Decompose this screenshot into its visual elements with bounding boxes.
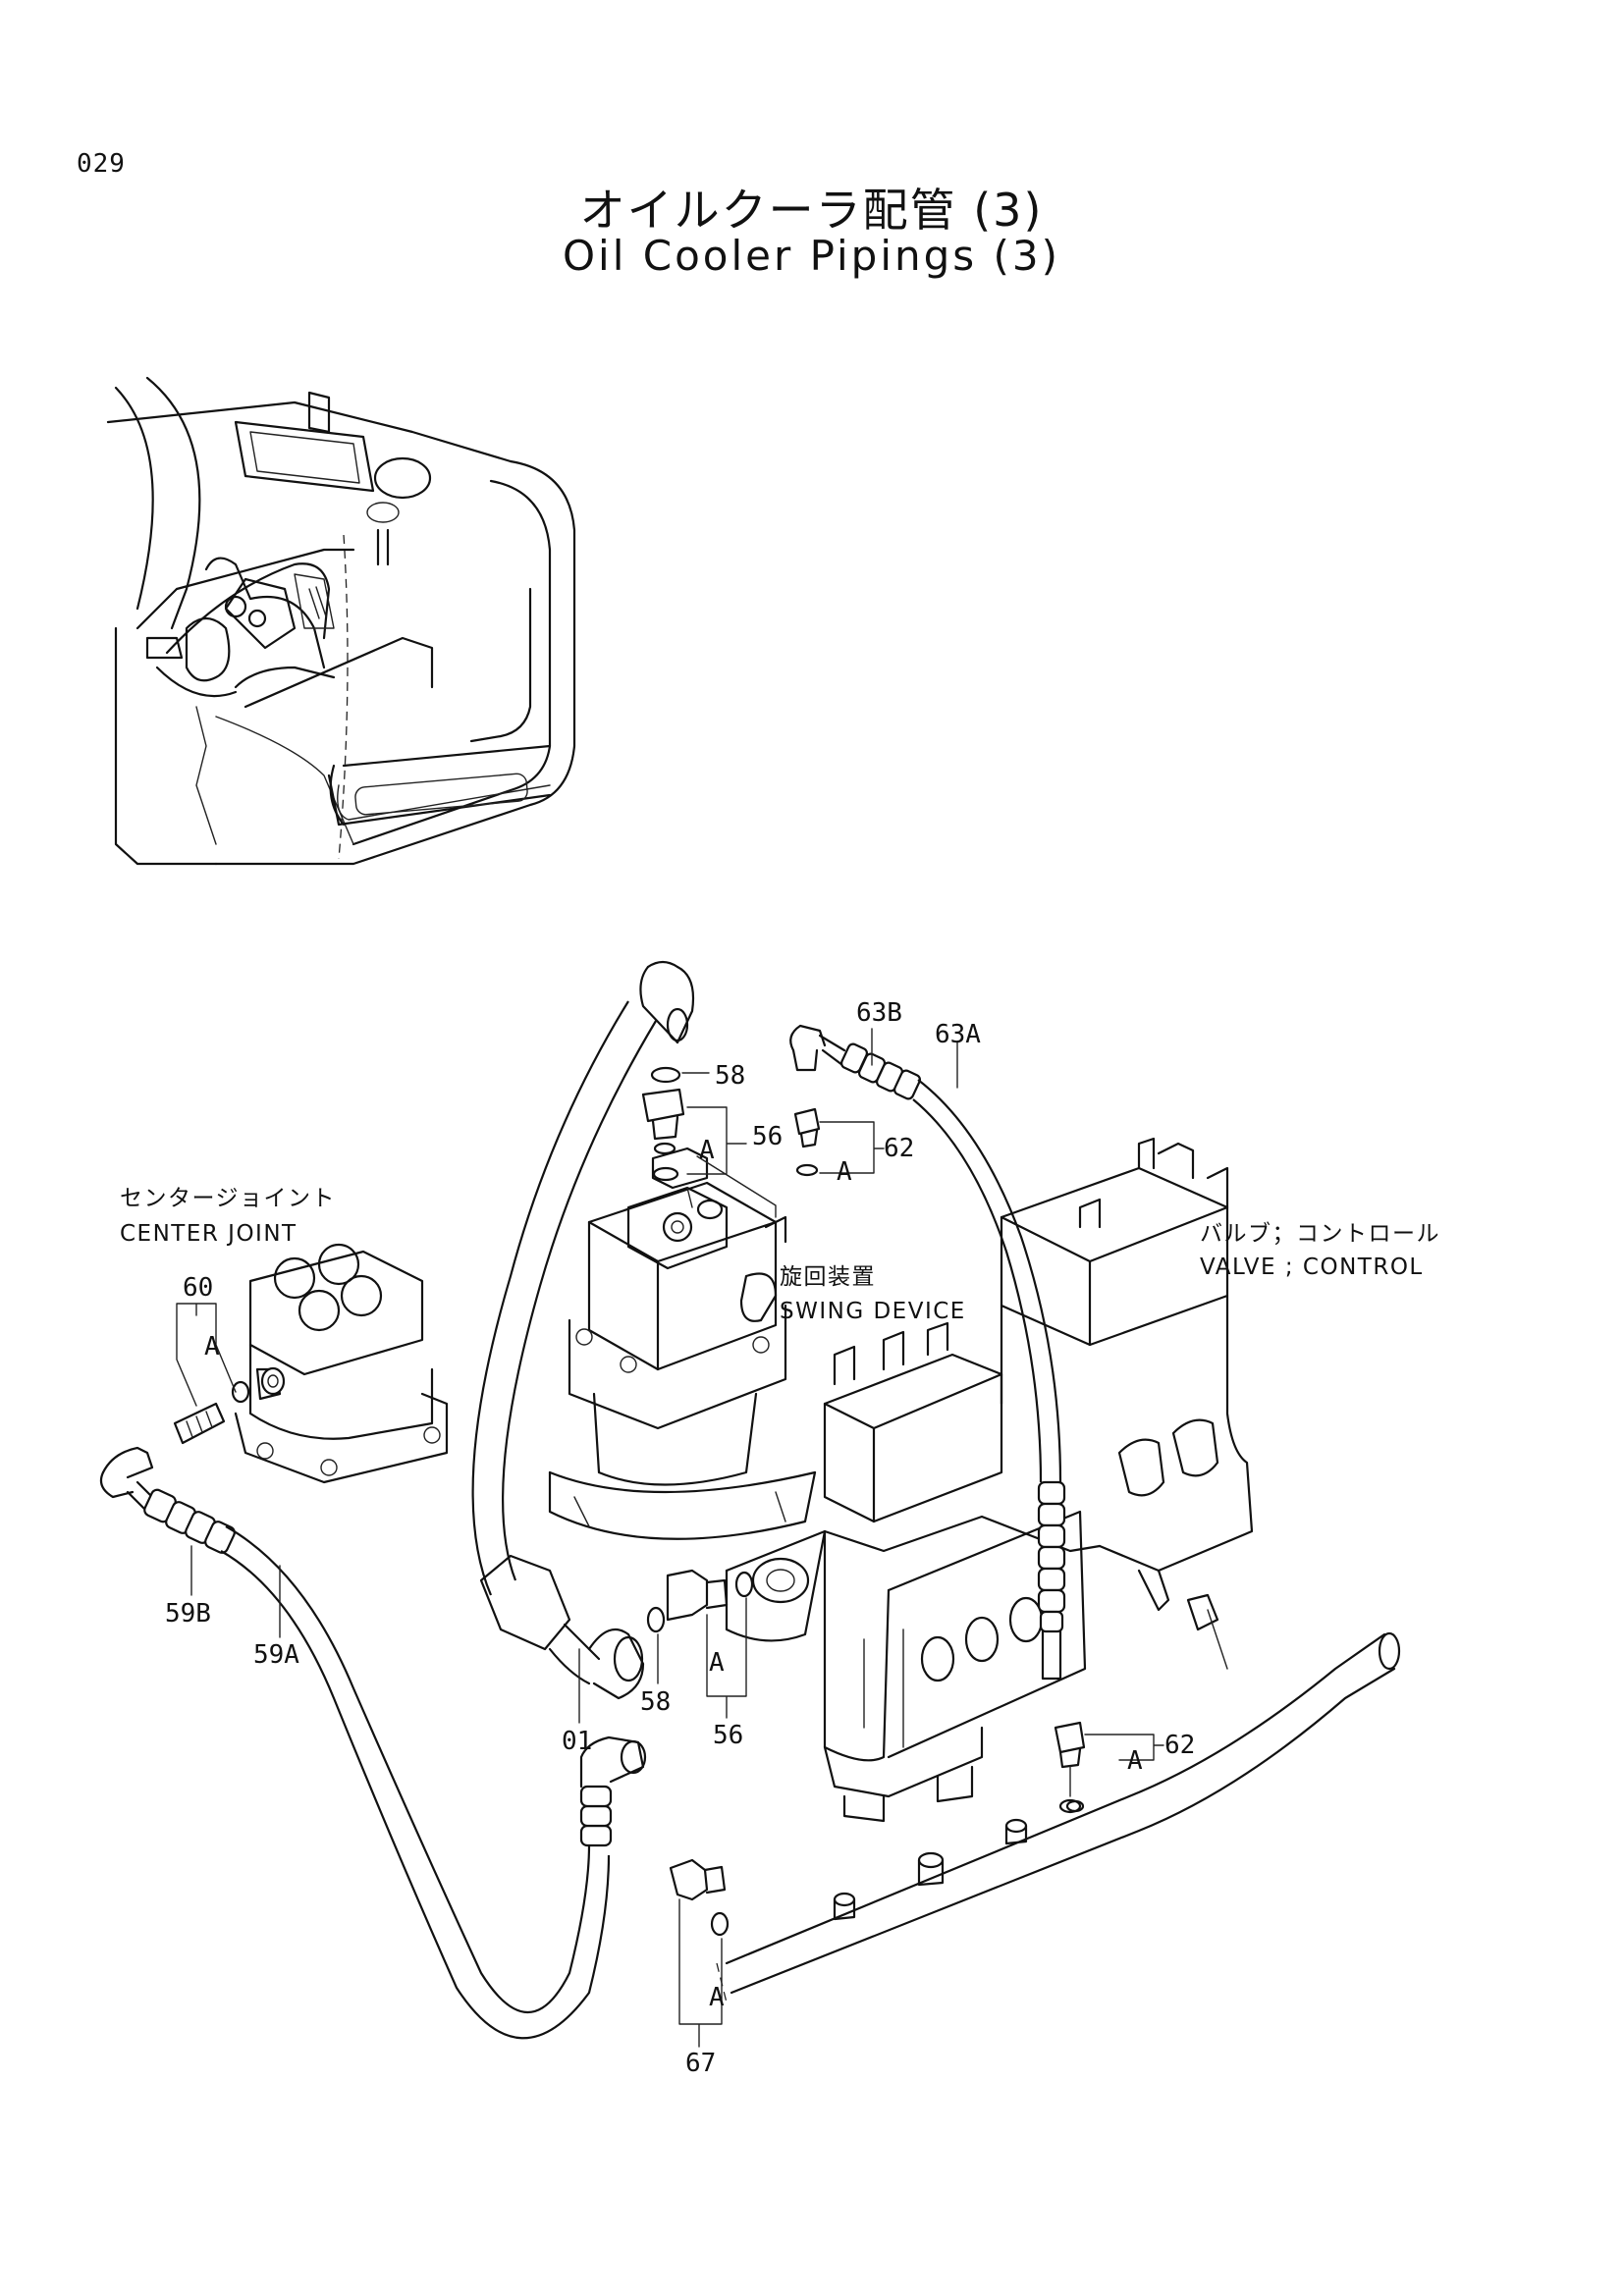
marker-a-60: A [204,1332,220,1362]
callout-56-top: 56 [752,1122,783,1151]
callout-63A: 63A [935,1020,981,1049]
swing-device-label-en: SWING DEVICE [780,1299,966,1324]
fittings [641,1066,1086,1937]
callout-60: 60 [183,1273,213,1303]
page-title-english: Oil Cooler Pipings (3) [563,232,1060,280]
return-pipe [716,1631,1401,2003]
hose-59 [99,1446,647,2040]
leader-lines [176,1028,1164,2048]
marker-a-56-bottom: A [709,1648,725,1678]
marker-a-62-bottom: A [1127,1746,1143,1776]
swing-device-label-jp: 旋回装置 [780,1264,876,1290]
center-joint-illustration [173,1243,449,1484]
callout-58-top: 58 [715,1061,745,1091]
callout-56-bottom: 56 [713,1721,743,1750]
machine-overview-illustration [106,376,576,866]
callout-59A: 59A [253,1640,299,1670]
page-title-japanese: オイルクーラ配管 (3) [579,184,1044,237]
callout-67: 67 [685,2049,716,2078]
hose-01 [471,960,695,1700]
center-joint-label-jp: センタージョイント [120,1186,336,1211]
callout-63B: 63B [856,998,902,1028]
callout-labels: 58 56 A 63B 63A 62 A 60 A 59B 59A 01 58 … [165,998,1195,2078]
callout-62-top: 62 [884,1134,914,1163]
control-valve-label-en: VALVE ; CONTROL [1200,1255,1424,1280]
callout-62-bottom: 62 [1164,1731,1195,1760]
callout-01: 01 [562,1727,592,1756]
marker-a-67: A [709,1983,725,2012]
marker-a-56-top: A [699,1136,715,1165]
control-valve-illustration [725,1137,1254,1823]
center-joint-label-en: CENTER JOINT [120,1221,298,1247]
page-number: 029 [77,149,126,179]
component-notes: センタージョイント CENTER JOINT 旋回装置 SWING DEVICE… [120,1186,1440,1324]
control-valve-label-jp: バルブ；コントロール [1200,1221,1440,1247]
callout-58-bottom: 58 [640,1687,671,1717]
callout-59B: 59B [165,1599,211,1629]
marker-a-62-top: A [837,1157,852,1187]
o-ring-58-top [650,1066,681,1084]
hose-63 [789,1024,1066,1681]
